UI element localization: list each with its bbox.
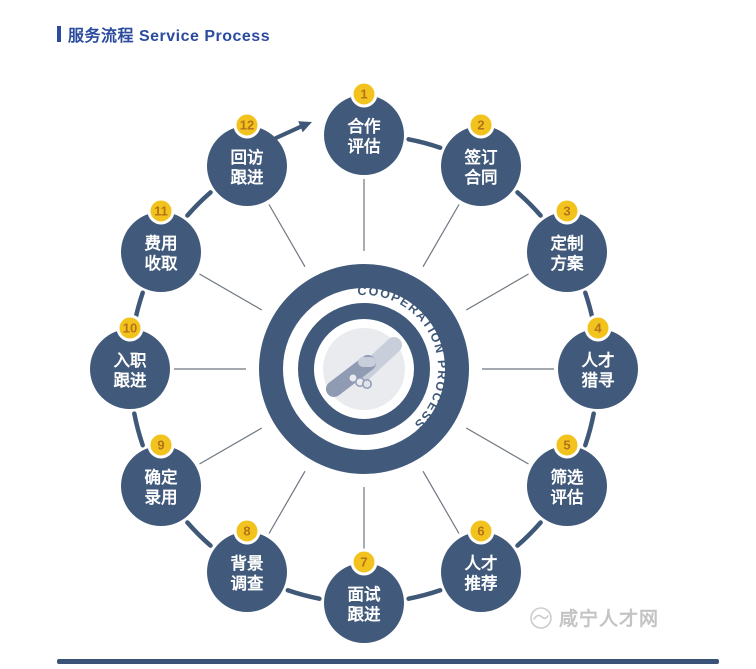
- step-number: 4: [594, 321, 602, 336]
- node-circle: [90, 329, 170, 409]
- step-number: 6: [477, 524, 484, 539]
- process-node-9: 确定 录用 9: [121, 431, 201, 526]
- node-circle: [121, 446, 201, 526]
- process-node-6: 人才 推荐 6: [441, 517, 521, 612]
- step-number-badge: [467, 111, 495, 139]
- footer-divider-bar: [57, 659, 719, 664]
- node-label-line1: 入职: [114, 351, 148, 370]
- node-label-line2: 猎寻: [582, 370, 616, 390]
- radial-spokes: [174, 179, 554, 559]
- step-number-badge: [233, 111, 261, 139]
- step-number: 9: [157, 438, 164, 453]
- step-number-badge: [350, 548, 378, 576]
- node-label-line1: 背景: [231, 553, 264, 573]
- section-header: 服务流程 Service Process: [57, 22, 270, 46]
- step-number-badge: [553, 431, 581, 459]
- node-label-line1: 面试: [348, 585, 382, 604]
- step-number: 2: [477, 118, 484, 133]
- step-number: 7: [360, 555, 367, 570]
- step-number-badge: [584, 314, 612, 342]
- node-label-line1: 签订: [464, 147, 499, 167]
- node-circle: [324, 563, 404, 643]
- step-number-badge: [467, 517, 495, 545]
- hub-inner-ring: [298, 303, 430, 435]
- handshake-icon: [326, 337, 402, 397]
- node-label-line2: 评估: [348, 136, 382, 156]
- node-label-line2: 录用: [145, 488, 178, 507]
- process-node-2: 签订 合同 2: [441, 111, 521, 206]
- process-node-12: 回访 跟进 12: [207, 111, 287, 206]
- page-title: 服务流程 Service Process: [68, 28, 271, 45]
- node-circle: [324, 95, 404, 175]
- step-number-badge: [116, 314, 144, 342]
- process-node-3: 定制 方案 3: [527, 197, 607, 292]
- node-label-line2: 跟进: [348, 605, 382, 624]
- node-label-line2: 跟进: [231, 168, 265, 187]
- node-circle: [207, 126, 287, 206]
- node-label-line2: 收取: [145, 253, 179, 273]
- node-label-line2: 跟进: [114, 371, 148, 390]
- node-label-line1: 回访: [231, 147, 265, 167]
- step-number-badge: [147, 431, 175, 459]
- node-label-line1: 费用: [145, 233, 178, 253]
- watermark-logo-icon: [530, 606, 552, 629]
- cycle-arrow: [274, 121, 312, 140]
- node-label-line2: 调查: [231, 574, 265, 593]
- node-label-line1: 定制: [551, 233, 584, 253]
- node-label-line2: 方案: [551, 253, 585, 273]
- step-number-badge: [553, 197, 581, 225]
- watermark: 咸宁人才网: [528, 604, 659, 631]
- step-number: 3: [563, 204, 570, 219]
- process-node-10: 入职 跟进 10: [90, 314, 170, 409]
- header-accent-bar: [57, 26, 61, 42]
- node-circle: [558, 329, 638, 409]
- node-label-line1: 确定: [145, 467, 179, 487]
- step-number-badge: [147, 197, 175, 225]
- node-label-line2: 合同: [465, 167, 498, 187]
- node-circle: [441, 532, 521, 612]
- node-circle: [527, 212, 607, 292]
- watermark-text: 咸宁人才网: [559, 609, 660, 630]
- step-number: 1: [360, 87, 367, 102]
- step-number: 10: [123, 321, 137, 336]
- node-circle: [441, 126, 521, 206]
- process-node-7: 面试 跟进 7: [324, 548, 404, 643]
- step-number-badge: [233, 517, 261, 545]
- node-label-line2: 评估: [551, 487, 585, 507]
- step-number: 8: [243, 524, 250, 539]
- cooperation-hub: [259, 264, 469, 474]
- node-label-line1: 人才: [582, 350, 615, 370]
- step-number: 12: [240, 118, 254, 133]
- node-label-line1: 人才: [465, 553, 498, 573]
- node-label-line1: 筛选: [551, 467, 585, 487]
- process-node-8: 背景 调查 8: [207, 517, 287, 612]
- node-circle: [121, 212, 201, 292]
- node-label-line1: 合作: [348, 116, 382, 136]
- step-number-badge: [350, 80, 378, 108]
- node-circle: [207, 532, 287, 612]
- step-number: 5: [563, 438, 570, 453]
- process-node-5: 筛选 评估 5: [527, 431, 607, 526]
- step-number: 11: [154, 204, 168, 219]
- process-node-11: 费用 收取 11: [121, 197, 201, 292]
- process-node-1: 合作 评估 1: [324, 80, 404, 175]
- hub-outer-ring: [259, 264, 469, 474]
- process-node-4: 人才 猎寻 4: [558, 314, 638, 409]
- node-label-line2: 推荐: [465, 573, 498, 593]
- node-circle: [527, 446, 607, 526]
